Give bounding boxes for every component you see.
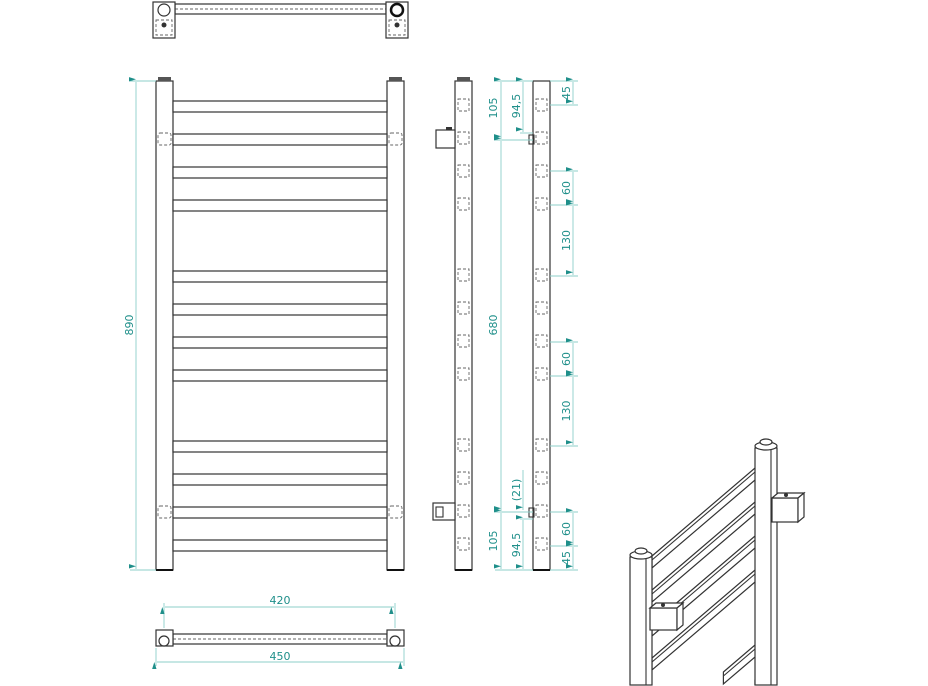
bottom-offset-label: 105 [487,531,500,552]
wall-bracket [435,129,456,149]
height-label: 890 [123,315,136,336]
cap-icon [389,2,405,18]
heating-bar [172,336,388,349]
bar-section [535,504,548,518]
bar-section [535,268,548,282]
axis-distance-label: 420 [270,594,291,607]
bar-spacing-label: 60 [560,181,573,195]
bar-spacing-label: 130 [560,230,573,251]
heating-bar [172,473,388,486]
wall-bracket [770,491,806,524]
heating-bar [172,303,388,316]
bar-spacing-label: 60 [560,352,573,366]
bar-section [457,537,470,551]
heating-bar [172,539,388,552]
bar-section [535,438,548,452]
bar-section [457,438,470,452]
top-offset-label: 105 [487,98,500,119]
bar-section [457,268,470,282]
bar-section [457,504,470,518]
side-view [432,77,473,571]
bar-section [535,334,548,348]
heating-bar [172,369,388,382]
bottom-view: 420 450 [152,594,405,670]
top-view [152,1,409,39]
bar-spacing-label: 45 [560,551,573,565]
heating-bar [172,100,388,113]
heating-bar [172,440,388,453]
height-dimension: 890 [123,77,156,571]
bar-section [535,164,548,178]
heating-bar [172,199,388,212]
bar-section [457,334,470,348]
isometric-view [629,438,806,686]
front-view [155,77,405,571]
bar-section [535,197,548,211]
bar-section [457,197,470,211]
heating-bar [172,133,388,146]
connection-spacing-label: 680 [487,315,500,336]
bracket-depth-label: (21) [510,479,523,502]
bar-section [457,301,470,315]
bar-section [535,537,548,551]
cap-icon [157,3,171,17]
bar-spacing-label: 45 [560,86,573,100]
bar-spacing-label: 60 [560,522,573,536]
wall-bracket [648,601,685,632]
bar-section [535,367,548,381]
bar-section [535,98,548,112]
bar-section [535,131,548,145]
bar-section [457,164,470,178]
bar-spacing-label: 130 [560,401,573,422]
bar-section [457,367,470,381]
bar-section [457,131,470,145]
heating-bar [172,270,388,283]
bottom-bracket-label: 94,5 [510,533,523,558]
bar-section [535,471,548,485]
bar-section [457,471,470,485]
bar-section [535,301,548,315]
bar-section [457,98,470,112]
top-bracket-label: 94,5 [510,94,523,119]
heating-bar [172,166,388,179]
side-dimension-view: 105 94,5 680 (21) 105 94,5 45 60 130 60 130 6… [487,77,578,571]
heating-bar [172,506,388,519]
total-width-label: 450 [270,650,291,663]
